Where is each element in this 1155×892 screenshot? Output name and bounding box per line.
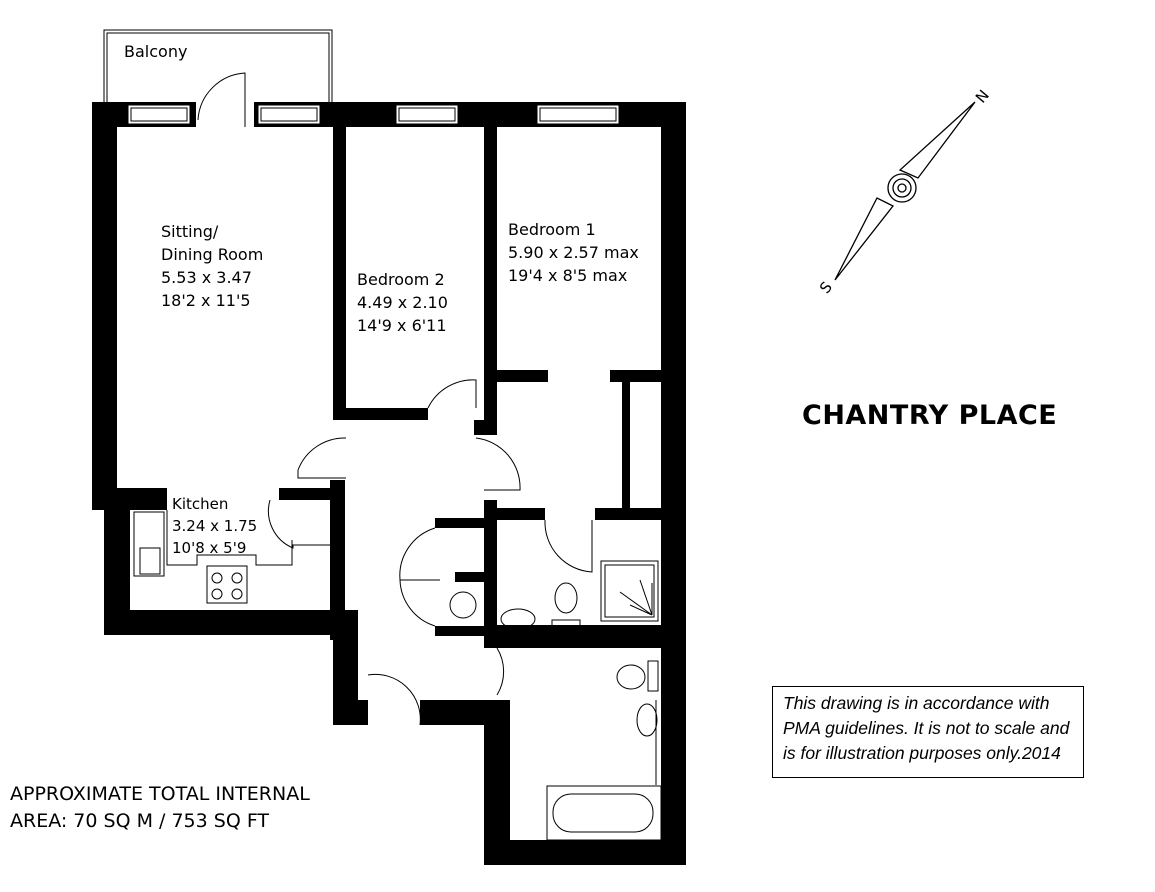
bedroom1-label: Bedroom 1 5.90 x 2.57 max 19'4 x 8'5 max xyxy=(508,218,639,287)
total-area: APPROXIMATE TOTAL INTERNAL AREA: 70 SQ M… xyxy=(10,781,310,835)
room-imperial: 10'8 x 5'9 xyxy=(172,539,247,557)
room-metric: 5.90 x 2.57 max xyxy=(508,243,639,262)
doors xyxy=(197,72,593,726)
room-imperial: 14'9 x 6'11 xyxy=(357,316,447,335)
compass xyxy=(834,101,976,281)
fixtures xyxy=(133,510,662,841)
walls xyxy=(92,102,686,865)
sitting-room-label: Sitting/ Dining Room 5.53 x 3.47 18'2 x … xyxy=(161,220,263,312)
disclaimer-line: PMA guidelines. It is not to scale and xyxy=(783,718,1070,738)
room-imperial: 18'2 x 11'5 xyxy=(161,291,251,310)
room-name: Dining Room xyxy=(161,245,264,264)
compass-south-label: S xyxy=(816,278,836,297)
property-title: CHANTRY PLACE xyxy=(802,400,1058,431)
balcony-label: Balcony xyxy=(124,42,188,61)
room-name: Sitting/ xyxy=(161,222,219,241)
windows xyxy=(127,102,620,127)
area-line-1: APPROXIMATE TOTAL INTERNAL xyxy=(10,783,310,805)
balcony-outline xyxy=(103,29,333,102)
room-metric: 4.49 x 2.10 xyxy=(357,293,448,312)
room-name: Kitchen xyxy=(172,495,229,513)
room-name: Bedroom 2 xyxy=(357,270,445,289)
room-name: Bedroom 1 xyxy=(508,220,596,239)
disclaimer-box: This drawing is in accordance with PMA g… xyxy=(772,686,1084,778)
disclaimer-line: This drawing is in accordance with xyxy=(783,693,1050,713)
bedroom2-label: Bedroom 2 4.49 x 2.10 14'9 x 6'11 xyxy=(357,268,448,337)
area-line-2: AREA: 70 SQ M / 753 SQ FT xyxy=(10,810,270,832)
room-metric: 3.24 x 1.75 xyxy=(172,517,258,535)
room-imperial: 19'4 x 8'5 max xyxy=(508,266,628,285)
room-metric: 5.53 x 3.47 xyxy=(161,268,252,287)
compass-north-label: N xyxy=(972,86,993,106)
kitchen-label: Kitchen 3.24 x 1.75 10'8 x 5'9 xyxy=(172,493,257,559)
disclaimer-line: is for illustration purposes only.2014 xyxy=(783,743,1061,763)
